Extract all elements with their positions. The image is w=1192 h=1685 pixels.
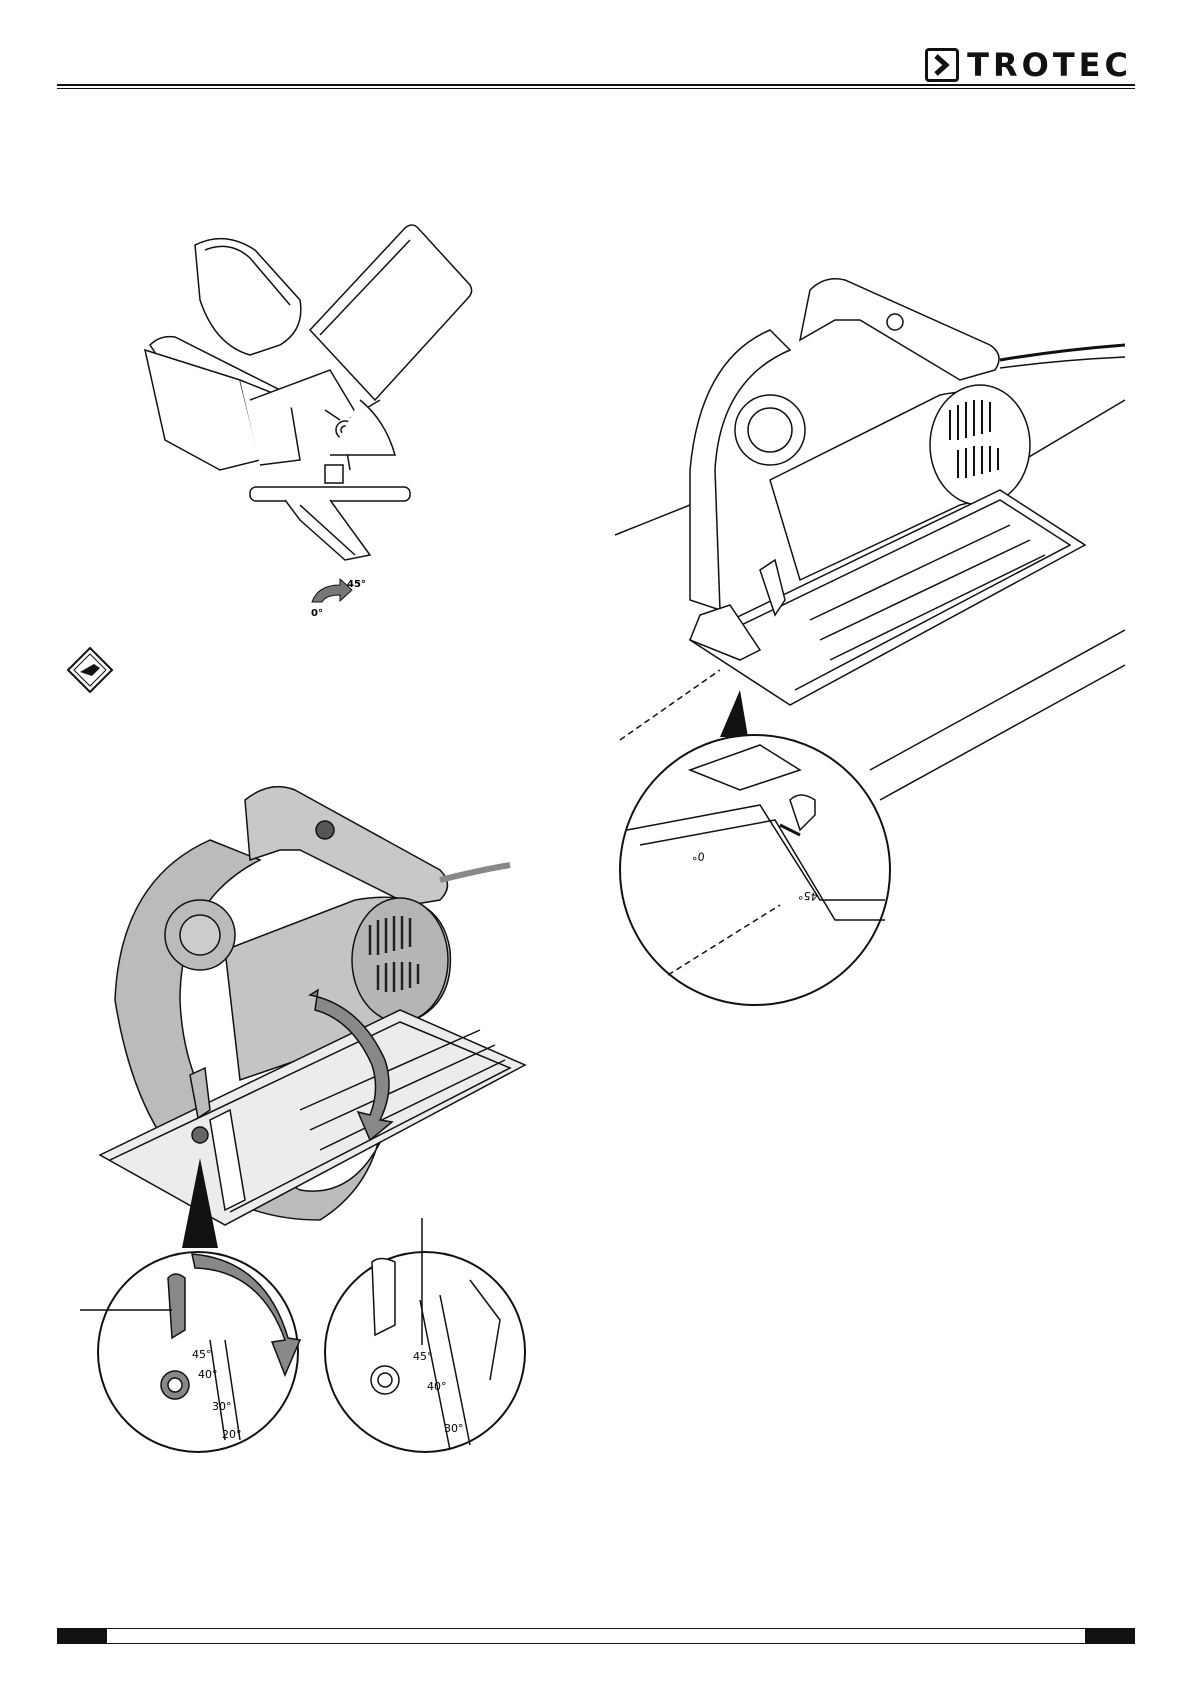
saw-tilted-figure (145, 225, 472, 560)
left-scale-45: 45° (192, 1348, 212, 1361)
footer-block-left (57, 1628, 107, 1644)
detail-pointer (720, 690, 748, 737)
left-scale-20: 20° (222, 1428, 242, 1441)
note-hand-icon (68, 648, 112, 692)
angle-label-45: 45° (347, 579, 366, 590)
right-scale-30: 30° (444, 1422, 464, 1435)
right-scale-45: 45° (413, 1350, 433, 1363)
footer-block-right (1085, 1628, 1135, 1644)
detail-circle (620, 735, 890, 1005)
dashed-line-0 (620, 670, 720, 740)
angle-label-0: 0° (311, 608, 323, 619)
saw-base-figure (615, 279, 1125, 800)
left-scale-30: 30° (212, 1400, 232, 1413)
saw-grey-figure (100, 787, 525, 1225)
left-scale-40: 40° (198, 1368, 218, 1381)
scale-mark-45: 45° (798, 888, 819, 903)
footer-bar (57, 1628, 1135, 1644)
tilt-arrow (312, 579, 352, 602)
right-scale-40: 40° (427, 1380, 447, 1393)
scale-mark-0: 0° (692, 849, 706, 863)
